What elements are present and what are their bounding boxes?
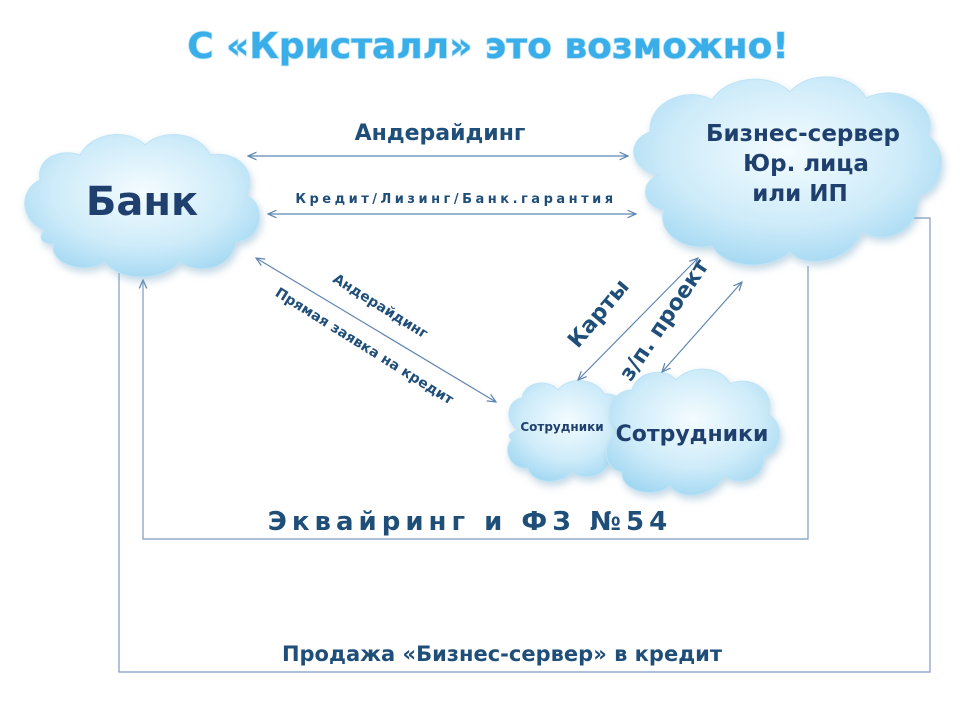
employees-small-label: Сотрудники bbox=[520, 420, 603, 434]
bank-label: Банк bbox=[86, 179, 198, 225]
business-server-label-line1: Бизнес-сервер bbox=[706, 121, 900, 147]
page-title: С «Кристалл» это возможно! bbox=[187, 26, 789, 67]
sale-on-credit-label: Продажа «Бизнес-сервер» в кредит bbox=[282, 642, 723, 666]
salary-project-label: з/п. проект bbox=[615, 255, 715, 386]
cards-arrow bbox=[578, 258, 698, 380]
business-server-label-line3: или ИП bbox=[752, 181, 848, 207]
acquiring-label: Эквайринг и ФЗ №54 bbox=[268, 507, 672, 537]
salary-project-arrow bbox=[662, 282, 742, 372]
bank-employees-arrow bbox=[256, 258, 496, 402]
acquiring-loop-line bbox=[143, 266, 809, 540]
credit-leasing-label: Кредит/Лизинг/Банк.гарантия bbox=[295, 192, 616, 207]
cards-label: Карты bbox=[563, 275, 634, 353]
bank-cloud[interactable] bbox=[24, 134, 260, 278]
employees-large-label: Сотрудники bbox=[616, 422, 769, 447]
business-server-cloud[interactable] bbox=[633, 76, 942, 266]
business-server-label-line2: Юр. лица bbox=[743, 151, 869, 177]
underwriting-top-label: Андерайдинг bbox=[355, 121, 526, 146]
